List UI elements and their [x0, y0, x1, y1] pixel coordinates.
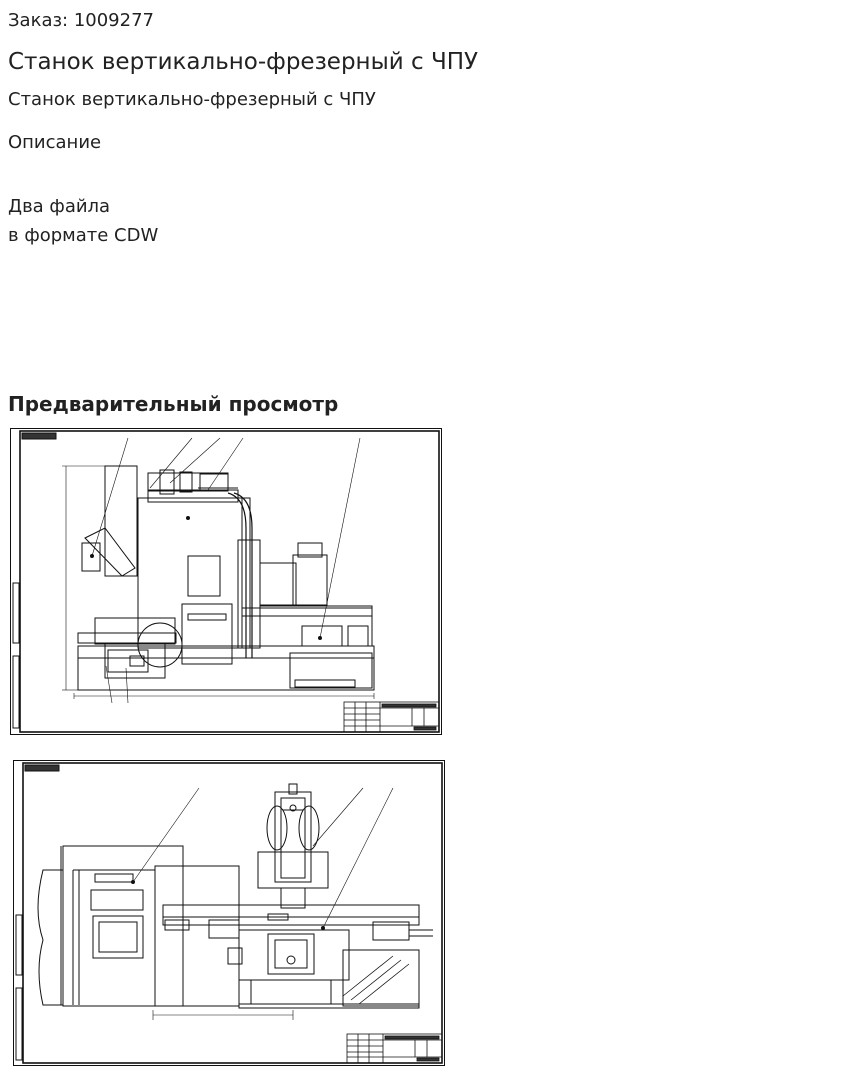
drawing-stamp	[24, 764, 60, 772]
title-block	[346, 1033, 443, 1064]
preview-heading: Предварительный просмотр	[8, 392, 339, 416]
drawing-outer-frame	[10, 428, 442, 735]
machine-column	[137, 487, 261, 665]
page-title: Станок вертикально-фрезерный с ЧПУ	[8, 49, 479, 75]
drawing-stamp	[21, 432, 57, 440]
drawing-outer-frame	[13, 760, 445, 1066]
machine-table	[162, 904, 433, 941]
order-number: Заказ: 1009277	[8, 10, 154, 31]
page-subtitle: Станок вертикально-фрезерный с ЧПУ	[8, 89, 376, 110]
machine-head	[81, 465, 229, 577]
preview-image-2[interactable]	[13, 760, 445, 1066]
description-heading: Описание	[8, 132, 102, 153]
cabinet	[242, 542, 373, 647]
title-block	[343, 701, 440, 733]
description-line: в формате CDW	[8, 225, 159, 246]
description-body: Два файла в формате CDW	[8, 192, 158, 250]
machine-base	[77, 645, 375, 691]
machine-table	[77, 617, 183, 679]
drawing-inner-frame	[19, 430, 440, 733]
description-line: Два файла	[8, 196, 111, 217]
preview-image-1[interactable]	[10, 428, 442, 735]
machine-column	[257, 783, 329, 909]
drawing-inner-frame	[22, 762, 443, 1064]
machine-knee	[227, 929, 420, 1007]
